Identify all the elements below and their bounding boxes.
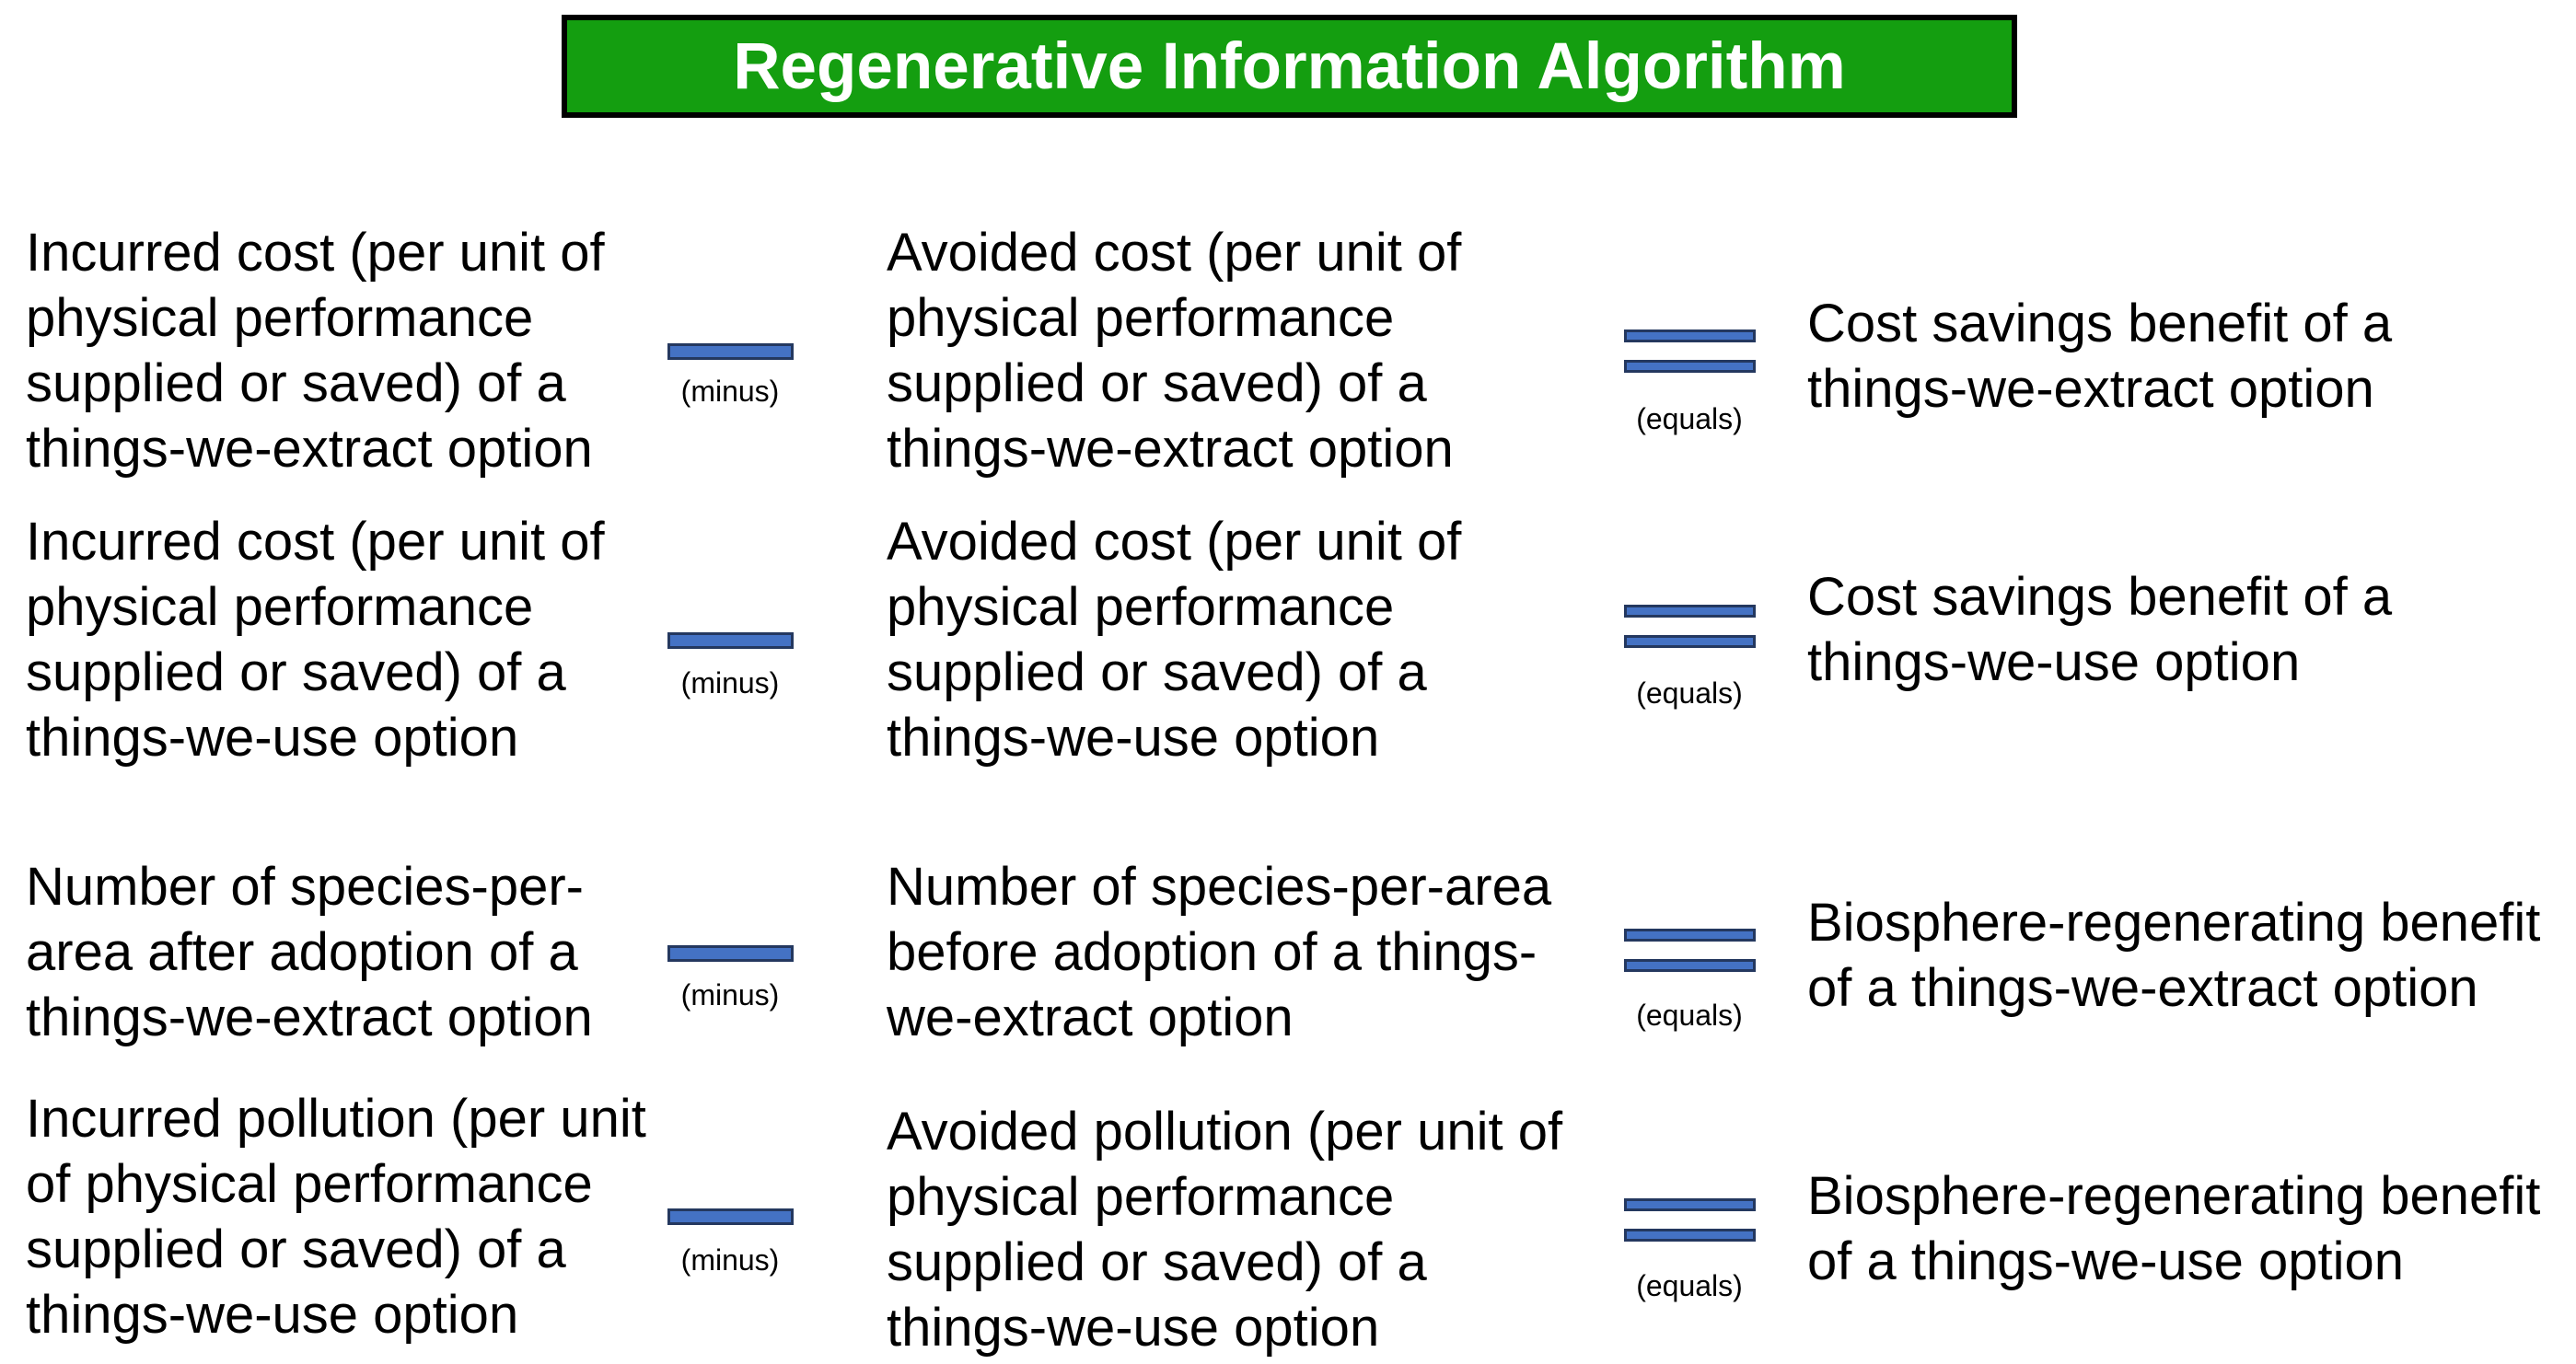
minus-label: (minus) <box>680 666 780 699</box>
title-box: Regenerative Information Algorithm <box>562 15 2017 118</box>
equals-bar-top-icon <box>1624 1198 1756 1211</box>
row4-right-operand: Avoided pollution (per unit of physical … <box>887 1102 1563 1358</box>
row1-result: Cost savings benefit of a things-we-extr… <box>1807 294 2393 419</box>
equals-label: (equals) <box>1636 676 1743 710</box>
equals-bar-bottom-icon <box>1624 1229 1756 1242</box>
row3-right-operand: Number of species-per-area before adopti… <box>887 857 1552 1047</box>
row2-result: Cost savings benefit of a things-we-use … <box>1807 567 2393 692</box>
row1-right-operand: Avoided cost (per unit of physical perfo… <box>887 223 1462 479</box>
equals-bar-top-icon <box>1624 929 1756 942</box>
row2-left-operand: Incurred cost (per unit of physical perf… <box>26 512 605 768</box>
equals-bar-bottom-icon <box>1624 959 1756 972</box>
minus-bar-icon <box>667 1208 794 1225</box>
equals-bar-top-icon <box>1624 605 1756 618</box>
equals-label: (equals) <box>1636 402 1743 435</box>
minus-bar-icon <box>667 945 794 962</box>
equals-bar-bottom-icon <box>1624 635 1756 648</box>
row3-left-operand: Number of species-per- area after adopti… <box>26 857 593 1047</box>
minus-label: (minus) <box>680 978 780 1011</box>
page-title: Regenerative Information Algorithm <box>733 29 1846 103</box>
row4-result: Biosphere-regenerating benefit of a thin… <box>1807 1166 2541 1291</box>
equals-label: (equals) <box>1636 999 1743 1032</box>
row4-left-operand: Incurred pollution (per unit of physical… <box>26 1089 646 1345</box>
minus-bar-icon <box>667 632 794 649</box>
row1-left-operand: Incurred cost (per unit of physical perf… <box>26 223 605 479</box>
row3-result: Biosphere-regenerating benefit of a thin… <box>1807 893 2541 1018</box>
minus-label: (minus) <box>680 375 780 408</box>
row2-right-operand: Avoided cost (per unit of physical perfo… <box>887 512 1462 768</box>
equals-bar-top-icon <box>1624 329 1756 342</box>
minus-bar-icon <box>667 343 794 360</box>
equals-bar-bottom-icon <box>1624 360 1756 373</box>
minus-label: (minus) <box>680 1243 780 1277</box>
equals-label: (equals) <box>1636 1269 1743 1302</box>
